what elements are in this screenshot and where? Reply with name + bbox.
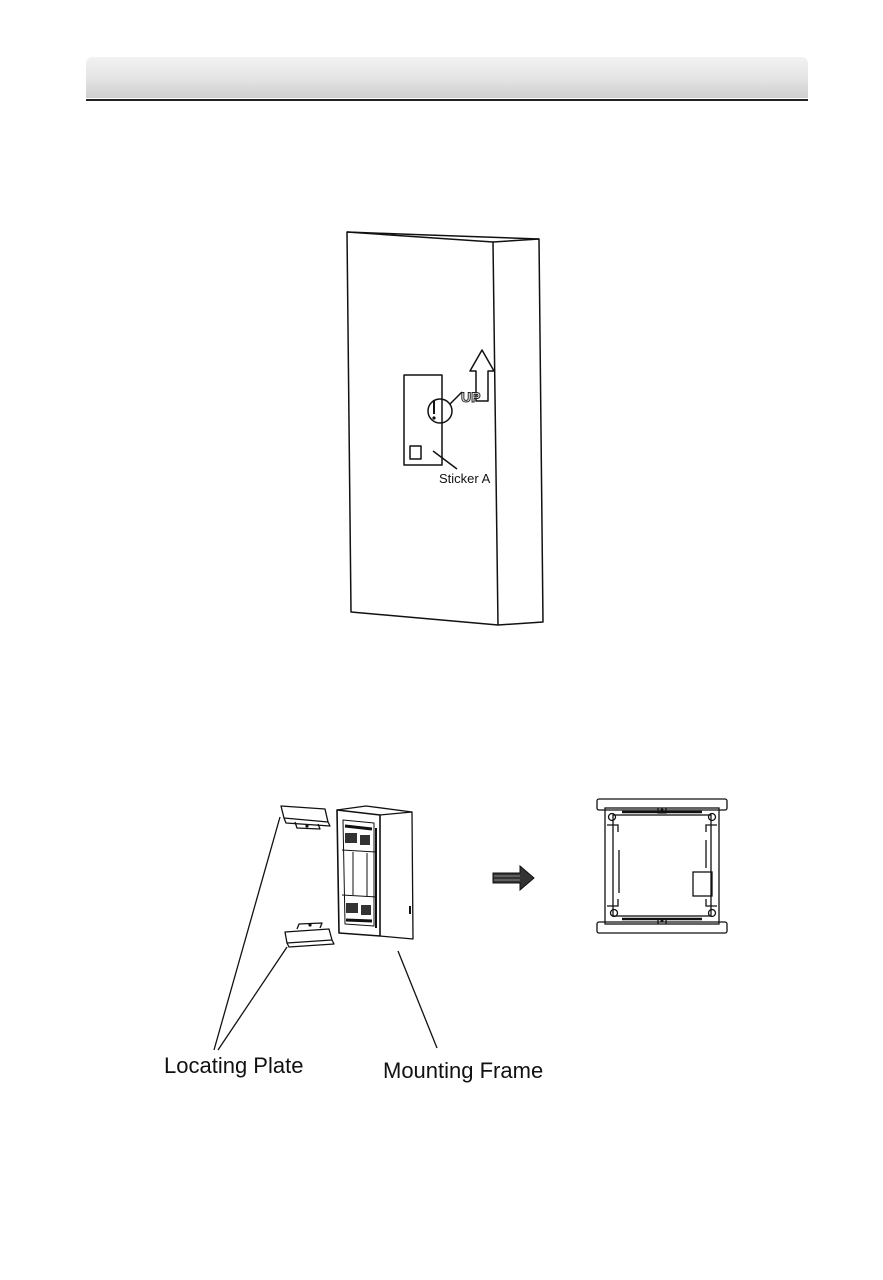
locating-plate-leader-1 bbox=[214, 817, 280, 1050]
mounting-frame-leader bbox=[398, 951, 437, 1048]
mounting-frame-box bbox=[337, 806, 413, 939]
top-locating-plate bbox=[281, 806, 330, 829]
mounting-frame-label: Mounting Frame bbox=[383, 1058, 543, 1084]
direction-arrow-icon bbox=[493, 866, 534, 890]
locating-plate-label: Locating Plate bbox=[164, 1053, 303, 1079]
bottom-locating-plate bbox=[285, 923, 334, 947]
assembled-frame-front-view bbox=[597, 799, 727, 933]
